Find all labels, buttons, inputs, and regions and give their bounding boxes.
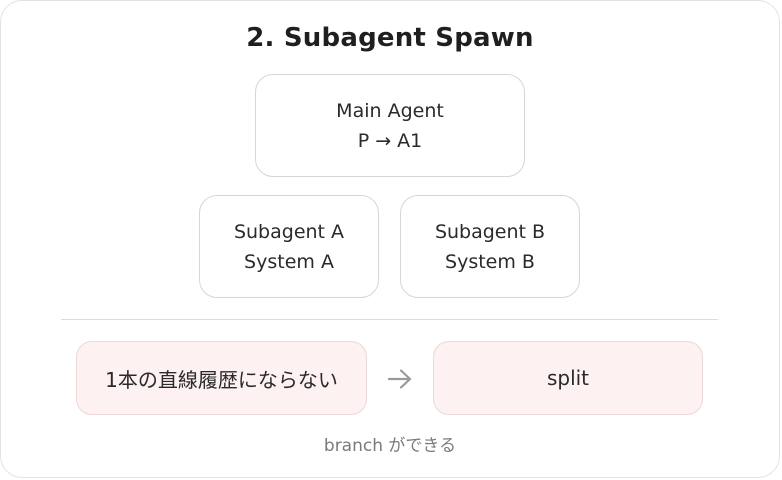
main-agent-label: Main Agent (336, 99, 444, 122)
branch-caption: branch ができる (323, 436, 457, 456)
no-linear-history-label: 1本の直線履歴にならない (105, 367, 338, 392)
main-agent-transition: P → A1 (357, 129, 423, 152)
subagent-b-node: Subagent B System B (400, 195, 580, 298)
subagent-a-system: System A (244, 250, 334, 273)
split-pill: split (433, 341, 703, 415)
subagent-b-label: Subagent B (434, 220, 546, 243)
subagent-b-system: System B (445, 250, 535, 273)
subagent-a-label: Subagent A (233, 220, 345, 243)
split-label: split (546, 366, 590, 390)
arrow-right-icon (380, 359, 420, 399)
arrow-right-icon-svg (387, 369, 412, 389)
main-agent-node: Main Agent P → A1 (255, 74, 525, 177)
subagent-a-node: Subagent A System A (199, 195, 379, 298)
no-linear-history-pill: 1本の直線履歴にならない (76, 341, 367, 415)
section-divider (61, 319, 718, 320)
diagram-title: 2. Subagent Spawn (246, 23, 534, 53)
